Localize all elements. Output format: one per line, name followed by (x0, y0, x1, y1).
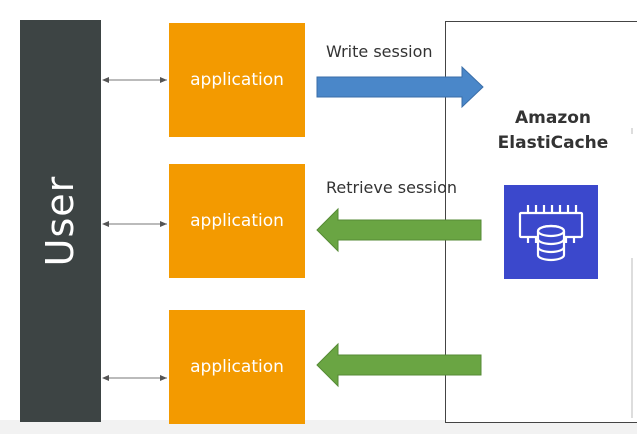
elasticache-title: Amazon ElastiCache (488, 106, 618, 156)
elasticache-icon-glyph (518, 205, 584, 262)
application-box-2: application (169, 164, 305, 278)
application-label-3: application (190, 357, 284, 377)
edge-mark-top (631, 128, 633, 134)
retrieve-session-arrow-1 (316, 207, 482, 253)
elasticache-title-line2: ElastiCache (497, 133, 609, 153)
elasticache-memory-database-icon (504, 185, 598, 279)
application-label-2: application (190, 211, 284, 231)
retrieve-session-label: Retrieve session (326, 178, 458, 197)
edge-mark-bottom (631, 258, 633, 418)
elasticache-title-line1: Amazon (514, 108, 592, 128)
user-bar (20, 20, 101, 422)
bottom-band (0, 420, 637, 434)
write-session-arrow (316, 65, 484, 109)
application-box-3: application (169, 310, 305, 424)
write-session-label: Write session (326, 42, 433, 61)
application-box-1: application (169, 23, 305, 137)
retrieve-session-arrow-2 (316, 342, 482, 388)
application-label-1: application (190, 70, 284, 90)
